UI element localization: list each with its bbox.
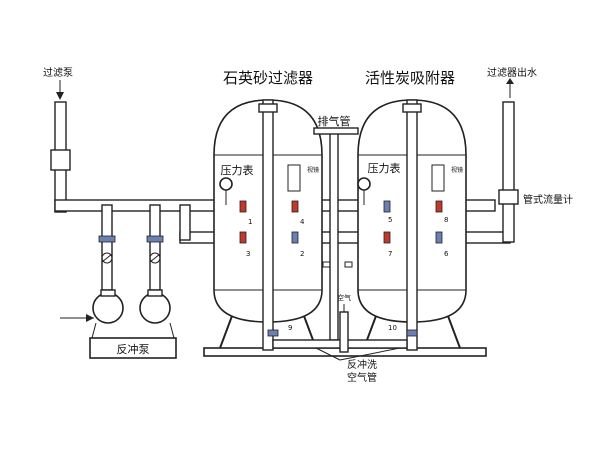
valve-5: 5 — [383, 200, 392, 224]
valve-7: 7 — [383, 231, 392, 258]
svg-text:9: 9 — [288, 324, 292, 332]
svg-text:3: 3 — [246, 250, 250, 258]
svg-text:10: 10 — [388, 324, 397, 332]
sight-glass-right — [431, 164, 445, 192]
pump-link-pipe — [179, 204, 191, 241]
left-tank-center-pipe — [262, 99, 274, 351]
label-backwash: 反冲洗 — [347, 358, 377, 371]
svg-text:8: 8 — [444, 216, 448, 224]
pump2-valve — [146, 235, 164, 264]
svg-text:1: 1 — [248, 218, 252, 226]
title-activated-carbon-adsorber: 活性炭吸附器 — [365, 69, 455, 87]
backwash-pump-1 — [92, 289, 124, 324]
exhaust-mark-left — [322, 261, 331, 268]
left-tank-top-cap — [258, 103, 278, 113]
svg-text:6: 6 — [444, 250, 449, 258]
valve-3: 3 — [239, 231, 250, 258]
outlet-vertical-pipe — [502, 101, 515, 243]
pump2-vertical-pipe — [149, 204, 161, 291]
label-pressure-gauge-right: 压力表 — [368, 161, 401, 175]
svg-text:4: 4 — [300, 218, 305, 226]
flowmeter-body — [498, 189, 519, 205]
exhaust-mark-right — [344, 261, 353, 268]
label-air: 空气 — [337, 293, 351, 302]
label-sight-glass-left: 视镜 — [307, 166, 319, 174]
backwash-pump-base — [89, 337, 177, 359]
pressure-gauge-right — [357, 177, 371, 205]
valve-6: 6 — [435, 231, 449, 258]
exhaust-pipe-top — [313, 127, 359, 135]
label-filter-pump: 过滤泵 — [43, 66, 73, 79]
valve-2: 2 — [291, 231, 304, 258]
label-tube-flowmeter: 管式流量计 — [523, 193, 573, 206]
pump1-valve — [98, 235, 116, 264]
label-air-pipe: 空气管 — [347, 371, 377, 384]
sight-glass-left — [287, 164, 301, 192]
air-inlet-pipe — [339, 311, 349, 353]
pressure-gauge-left — [219, 177, 233, 205]
label-backwash-pump: 反冲泵 — [117, 342, 150, 356]
label-exhaust-pipe: 排气管 — [318, 114, 351, 128]
backwash-pump-2 — [139, 289, 171, 324]
valve-10: 10 — [388, 324, 418, 337]
svg-text:5: 5 — [388, 216, 392, 224]
right-tank-center-pipe — [406, 99, 418, 351]
label-filter-outlet: 过滤器出水 — [487, 66, 537, 79]
inlet-pipe-flange — [50, 149, 71, 171]
exhaust-pipe — [329, 129, 339, 341]
title-quartz-sand-filter: 石英砂过滤器 — [223, 69, 313, 87]
outlet-arrow — [506, 78, 514, 98]
inlet-arrow — [56, 80, 64, 100]
valve-4: 4 — [291, 200, 305, 226]
valve-1: 1 — [239, 200, 252, 226]
valve-8: 8 — [435, 200, 448, 224]
pump1-vertical-pipe — [101, 204, 113, 291]
label-pressure-gauge-left: 压力表 — [221, 163, 254, 177]
right-tank-top-cap — [402, 103, 422, 113]
label-sight-glass-right: 视镜 — [451, 166, 463, 174]
svg-text:2: 2 — [300, 250, 304, 258]
pump-inlet-arrow — [86, 314, 94, 322]
svg-text:7: 7 — [388, 250, 392, 258]
valve-9: 9 — [267, 324, 292, 337]
